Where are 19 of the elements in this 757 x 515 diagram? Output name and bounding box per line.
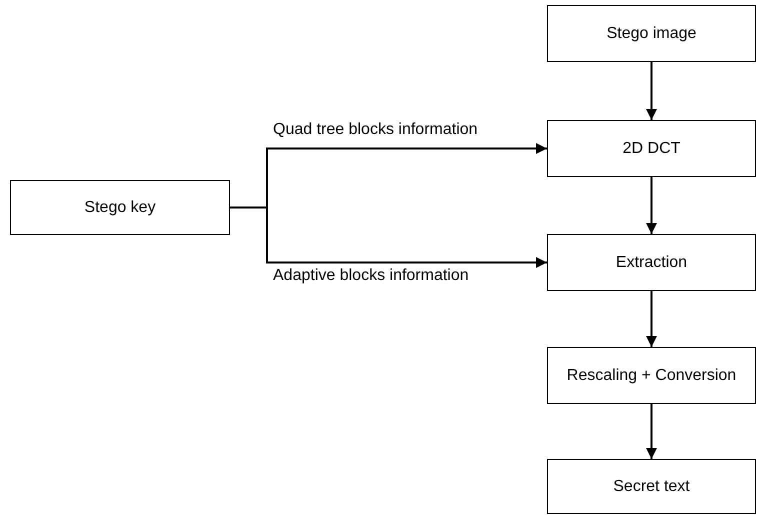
arrow — [646, 404, 657, 459]
arrow — [646, 62, 657, 120]
box-label: 2D DCT — [622, 140, 680, 158]
process-box — [547, 120, 756, 177]
edge-label: Adaptive blocks information — [272, 266, 470, 284]
process-box — [547, 347, 756, 404]
edge-label: Quad tree blocks information — [272, 120, 479, 138]
box-label: Stego image — [606, 24, 696, 42]
process-box — [547, 234, 756, 291]
box-label: Stego key — [84, 198, 156, 216]
process-box — [547, 459, 756, 514]
arrow — [646, 177, 657, 234]
box-label: Extraction — [616, 254, 688, 272]
box-label: Rescaling + Conversion — [566, 366, 736, 384]
box-label: Secret text — [613, 478, 690, 496]
arrow — [646, 291, 657, 347]
process-box — [547, 5, 756, 62]
arrow — [230, 206, 547, 268]
process-box — [10, 180, 230, 235]
